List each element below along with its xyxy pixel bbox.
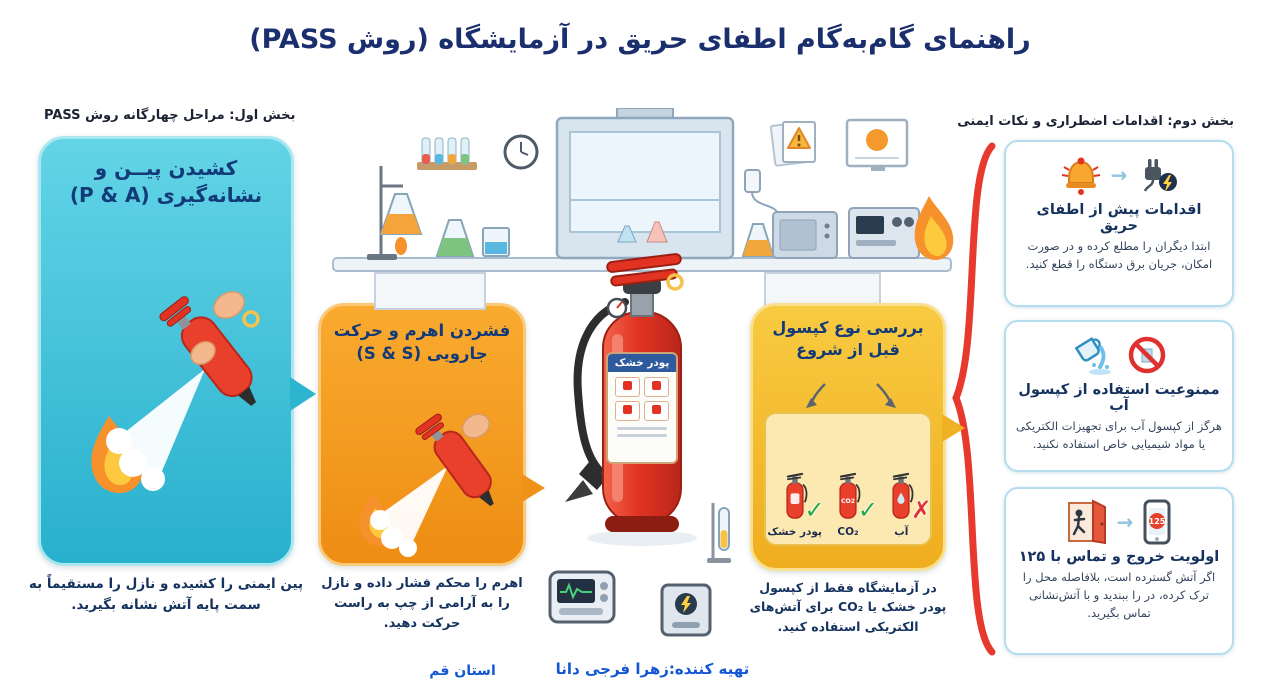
panel-pull-pin-title: کشیدن پیــن و نشانه‌گیری (P & A) xyxy=(41,155,291,209)
laboratory-scene xyxy=(332,108,954,310)
carry-handle xyxy=(606,253,682,273)
wall-socket xyxy=(744,169,761,193)
pouring-water-icon xyxy=(1074,336,1111,375)
safety-box-1-text: ابتدا دیگران را مطلع کرده و در صورت امکا… xyxy=(1025,239,1213,271)
section-brace xyxy=(952,142,996,656)
type-co2: CO2 ✓ CO₂ xyxy=(822,468,878,538)
pictogram xyxy=(644,401,669,421)
pictogram xyxy=(644,377,669,397)
type-water: ✗ آب xyxy=(875,468,931,538)
dry-powder-extinguisher-icon xyxy=(786,472,808,519)
squeeze-sweep-illustration xyxy=(359,413,494,557)
safety-box-1-title: اقدامات پیش از اطفای حریق xyxy=(1036,202,1202,234)
panel-pull-pin: کشیدن پیــن و نشانه‌گیری (P & A) xyxy=(38,136,316,566)
pointer-arrows xyxy=(806,383,896,408)
label-line xyxy=(617,434,667,437)
panel-pull-pin-pointer xyxy=(290,377,316,411)
type-label: CO₂ xyxy=(837,526,859,538)
pull-pin-illustration xyxy=(91,291,260,493)
co2-extinguisher-icon: CO2 xyxy=(839,472,861,519)
safety-box-no-water: ممنوعیت استفاده از کپسول آب هرگز از کپسو… xyxy=(1004,320,1234,472)
alarm-bell-icon xyxy=(1061,157,1100,195)
label-line xyxy=(617,427,667,430)
panel-check-type: بررسی نوع کپسول قبل از شروع ✓ پودر خشک xyxy=(750,303,965,571)
oscilloscope-device xyxy=(548,570,616,624)
safety-pin-icon xyxy=(242,310,260,328)
section-two-header: بخش دوم: اقدامات اضطراری و نکات ایمنی xyxy=(957,114,1234,129)
panel-squeeze-pointer xyxy=(522,474,545,502)
panel-squeeze-sweep: فشردن اهرم و حرکت جارویی (S & S) xyxy=(318,303,545,566)
panel-squeeze-sweep-title: فشردن اهرم و حرکت جارویی (S & S) xyxy=(321,319,523,365)
province-text: استان قم xyxy=(429,663,496,679)
safety-box-3-text: اگر آتش گسترده است، بلافاصله محل را ترک … xyxy=(1022,570,1216,620)
phone-number: 125 xyxy=(1149,517,1166,526)
lightning-icon xyxy=(1163,175,1173,192)
credit-text: تهیه کننده:زهرا فرجی دانا xyxy=(555,660,750,678)
extinguisher-pictograms xyxy=(608,372,676,423)
extinguisher-hose xyxy=(573,298,629,474)
section-one-header: بخش اول: مراحل چهارگانه روش PASS xyxy=(44,108,296,123)
water-drop-icon xyxy=(897,492,905,504)
panel-check-pointer xyxy=(942,414,965,442)
water-extinguisher-icon xyxy=(892,472,914,519)
pull-pin-caption: پین ایمنی را کشیده و نازل را مستقیماً به… xyxy=(28,576,304,613)
safety-box-2-icons xyxy=(1016,330,1222,380)
extinguisher-icon xyxy=(415,413,494,507)
arrow-right-icon: → xyxy=(1116,510,1134,534)
prohibition-icon xyxy=(1128,336,1166,374)
safety-pin-icon xyxy=(666,273,684,291)
test-tube-stand xyxy=(707,503,731,563)
check-mark-icon: ✓ xyxy=(857,496,878,524)
panel-check-type-title: بررسی نوع کپسول قبل از شروع xyxy=(753,317,943,360)
check-title-line2: قبل از شروع xyxy=(796,339,900,359)
page-title: راهنمای گام‌به‌گام اطفای حریق در آزمایشگ… xyxy=(249,24,1031,55)
emergency-phone-icon: 125 xyxy=(1143,499,1171,545)
safety-box-2-title: ممنوعیت استفاده از کپسول آب xyxy=(1018,382,1220,414)
exit-door-icon xyxy=(1067,499,1106,545)
safety-box-2-text: هرگز از کپسول آب برای تجهیزات الکتریکی ی… xyxy=(1016,419,1222,451)
power-device xyxy=(660,583,712,637)
type-label: آب xyxy=(894,526,909,538)
cross-mark-icon: ✗ xyxy=(911,496,932,524)
squeeze-sweep-caption: اهرم را محکم فشار داده و نازل را به آرام… xyxy=(321,576,523,632)
safety-box-evacuate-call: → 125 اولویت خروج و تماس با ۱۲۵ اگر آتش … xyxy=(1004,487,1234,655)
safety-box-pre-actions: → اقدامات پیش از اطفای حریق ابتدا دیگران… xyxy=(1004,140,1234,307)
type-dry-powder: ✓ پودر خشک xyxy=(767,468,825,538)
check-title-line1: بررسی نوع کپسول xyxy=(772,318,924,337)
unplug-power-icon xyxy=(1144,159,1178,192)
hand xyxy=(461,413,491,439)
pictogram xyxy=(615,377,640,397)
svg-text:CO2: CO2 xyxy=(841,498,855,505)
lightning-icon xyxy=(681,596,691,613)
panel-pull-pin-title-line2: نشانه‌گیری (P & A) xyxy=(69,183,263,207)
extinguisher-icon xyxy=(159,296,257,406)
extinguisher-nozzle xyxy=(579,462,607,490)
extinguisher-label-text: پودر خشک xyxy=(608,354,676,372)
safety-box-3-icons: → 125 xyxy=(1016,497,1222,547)
panel-pull-pin-title-line1: کشیدن پیــن و xyxy=(94,156,238,180)
pictogram xyxy=(615,401,640,421)
type-label: پودر خشک xyxy=(767,526,822,538)
check-type-caption: در آزمایشگاه فقط از کپسول پودر خشک یا CO… xyxy=(749,580,947,634)
extinguisher-types-box: ✓ پودر خشک CO2 ✓ CO₂ xyxy=(764,412,932,546)
panel-squeeze-title-line2: جارویی (S & S) xyxy=(356,344,488,364)
safety-box-1-icons: → xyxy=(1016,150,1222,200)
arrow-right-icon: → xyxy=(1110,163,1128,187)
panel-squeeze-title-line1: فشردن اهرم و حرکت xyxy=(333,321,511,340)
running-person-icon xyxy=(1072,515,1085,536)
hand xyxy=(213,291,245,319)
safety-box-3-title: اولویت خروج و تماس با ۱۲۵ xyxy=(1018,549,1220,565)
check-mark-icon: ✓ xyxy=(804,496,825,524)
extinguisher-label: پودر خشک xyxy=(606,352,678,464)
